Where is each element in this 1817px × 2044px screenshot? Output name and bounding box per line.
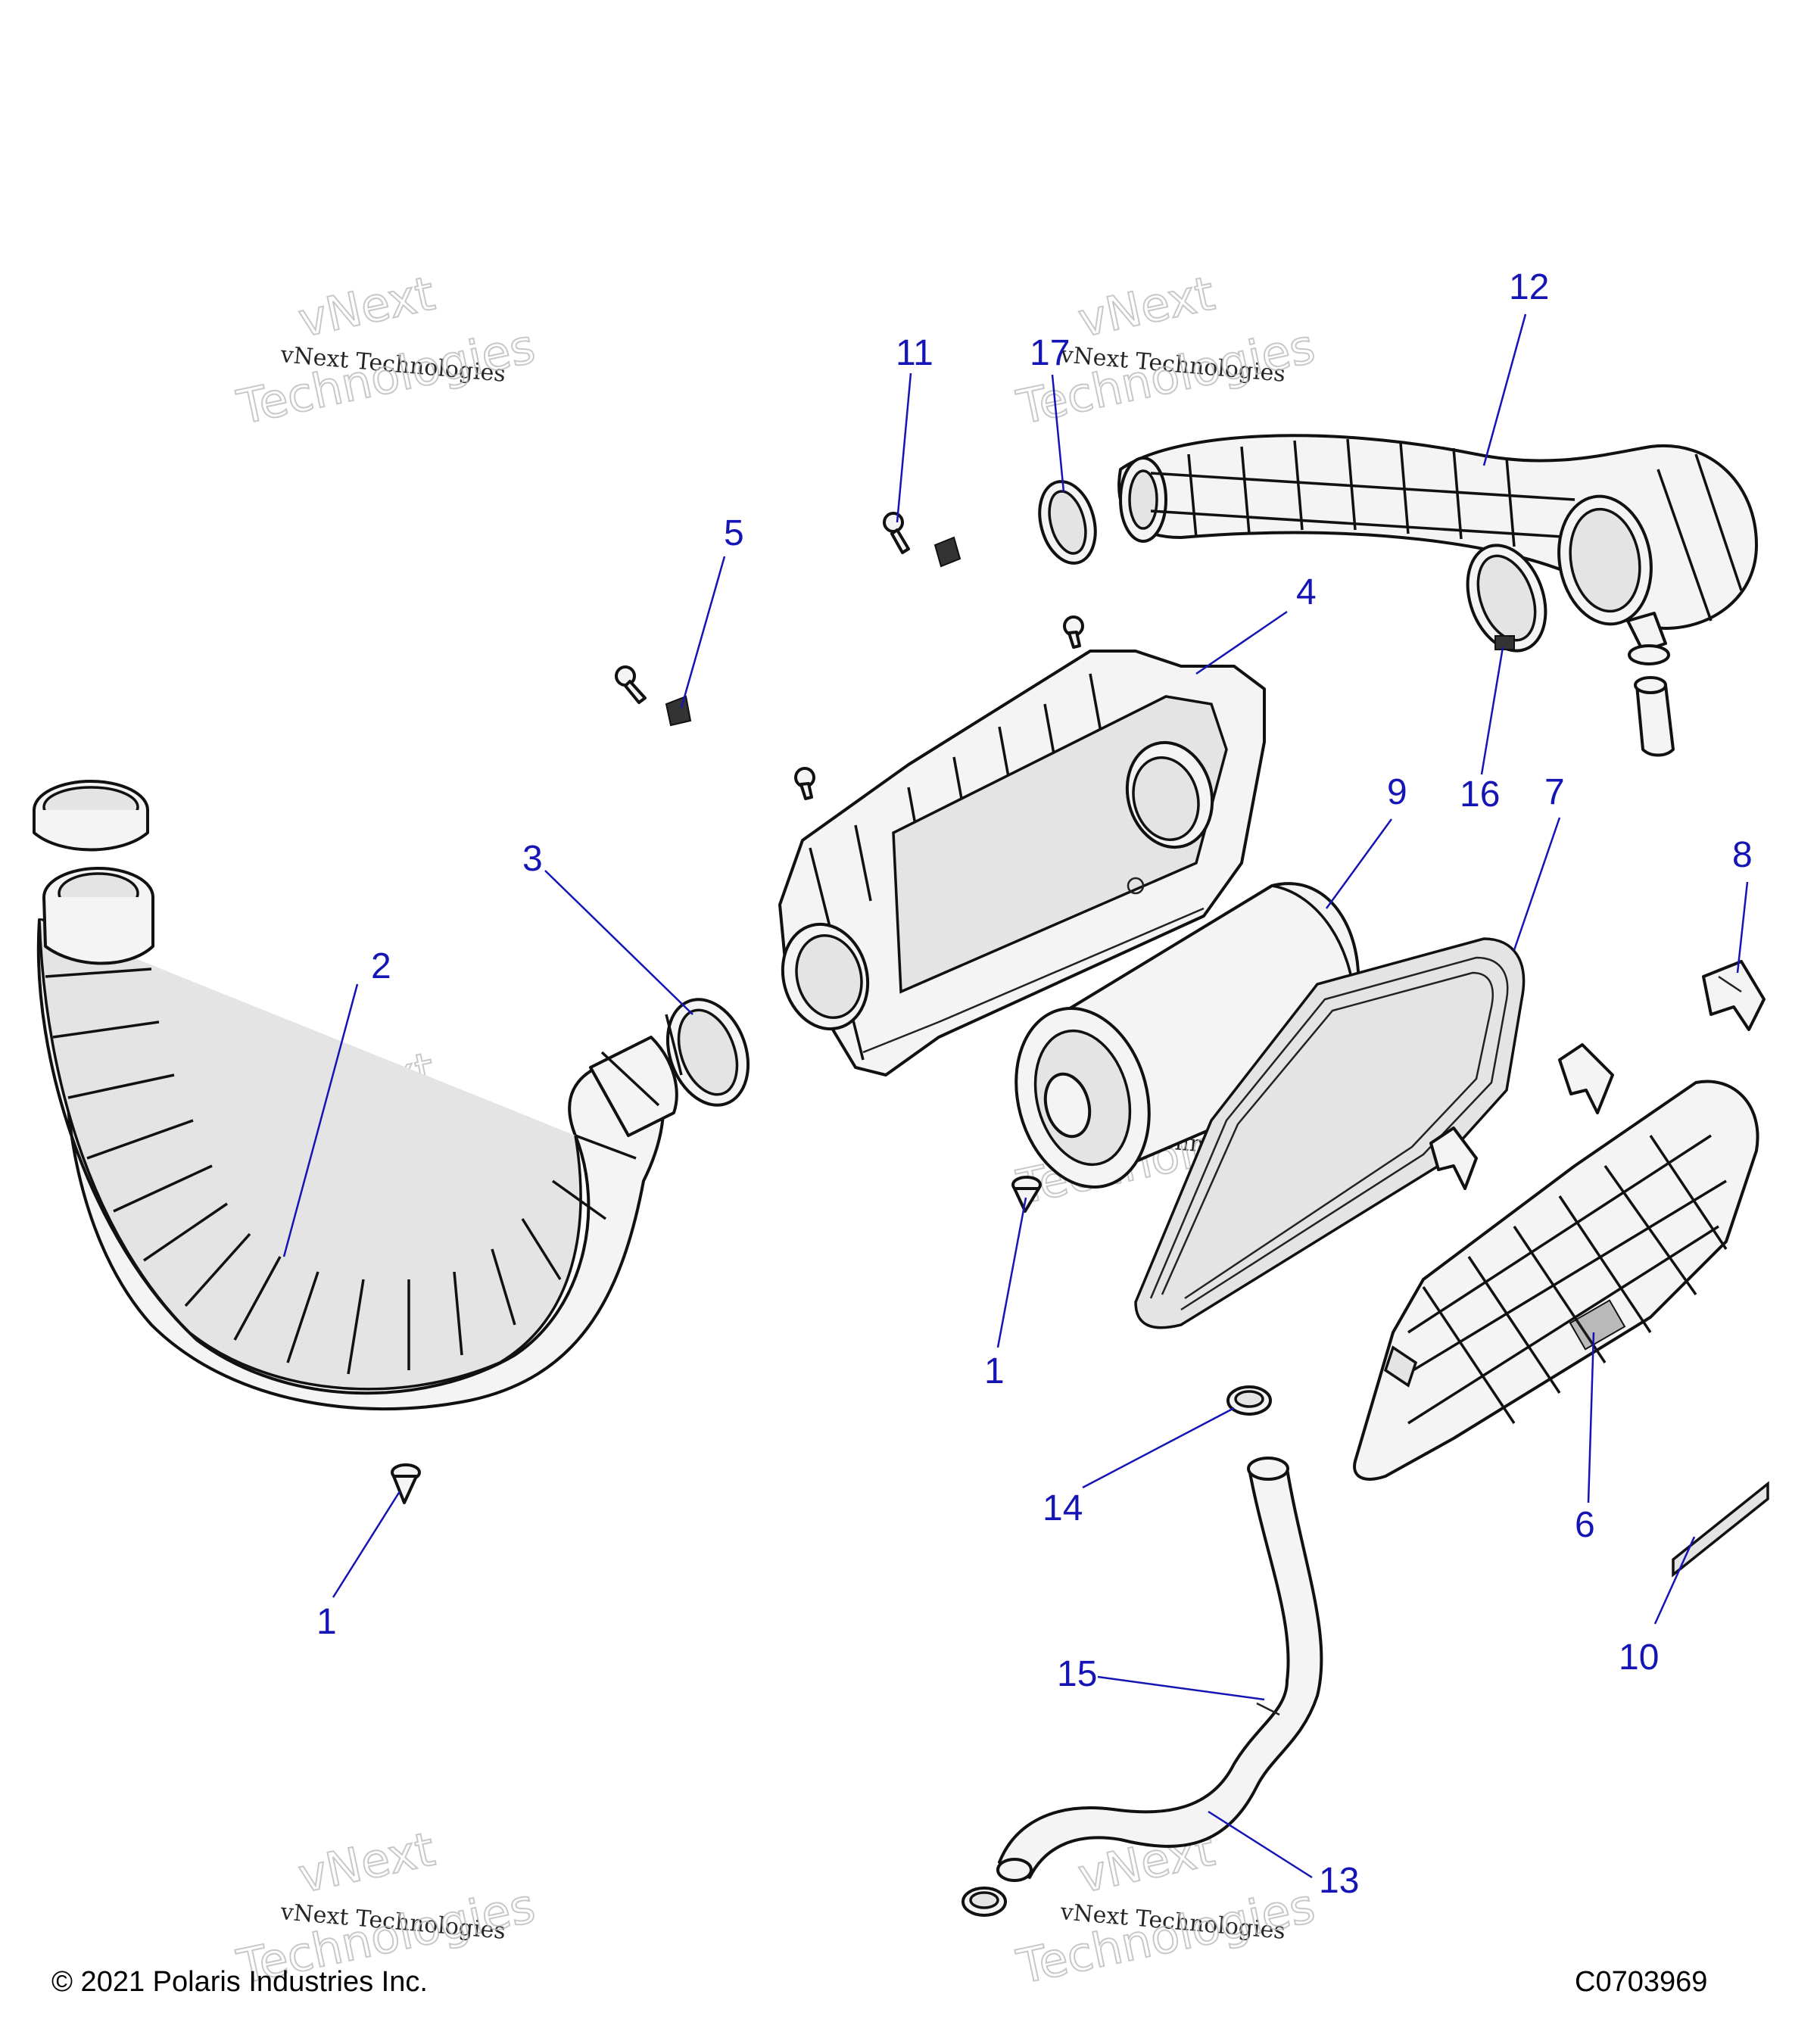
leader-10 bbox=[1653, 1536, 1696, 1625]
leader-16 bbox=[1480, 647, 1504, 775]
callout-8: 8 bbox=[1732, 835, 1753, 875]
callout-17: 17 bbox=[1030, 333, 1070, 373]
leader-15 bbox=[1097, 1675, 1265, 1701]
callout-15: 15 bbox=[1057, 1654, 1097, 1694]
callout-7: 7 bbox=[1544, 772, 1565, 812]
leader-12 bbox=[1482, 313, 1527, 466]
hose-clamp-part-16 bbox=[1466, 544, 1547, 653]
leader-8 bbox=[1736, 881, 1749, 974]
leader-3 bbox=[544, 870, 693, 1015]
callout-16: 16 bbox=[1460, 774, 1500, 815]
hose-clamp-lower bbox=[961, 1887, 1007, 1917]
leader-17 bbox=[1051, 374, 1065, 493]
latch-clip-part bbox=[1702, 960, 1766, 1031]
leader-1-center bbox=[996, 1197, 1027, 1348]
callout-13: 13 bbox=[1319, 1861, 1359, 1901]
push-rivet-part-1-center bbox=[1011, 1176, 1042, 1213]
leader-2 bbox=[282, 983, 359, 1257]
svg-text:vNext: vNext bbox=[1074, 266, 1219, 348]
figure-id-text: C0703969 bbox=[1575, 1966, 1708, 1998]
leader-9 bbox=[1325, 818, 1393, 909]
leader-6 bbox=[1587, 1332, 1595, 1503]
label-decal-part bbox=[1672, 1481, 1769, 1578]
hose-clamp-part-17 bbox=[1038, 480, 1097, 565]
callout-1-left: 1 bbox=[316, 1602, 337, 1642]
hose-clamp-part-3 bbox=[665, 998, 750, 1107]
leader-5 bbox=[680, 556, 726, 709]
callout-3: 3 bbox=[522, 839, 543, 879]
screw-part-5 bbox=[615, 665, 647, 704]
drain-hose-part bbox=[996, 1457, 1323, 1882]
latch-clip-spare-2 bbox=[1429, 1126, 1478, 1190]
svg-text:vNext: vNext bbox=[294, 1821, 439, 1904]
air-filter-part bbox=[1014, 882, 1360, 1189]
leader-1-left bbox=[332, 1491, 401, 1598]
screw-airbox-1 bbox=[1063, 615, 1084, 649]
airbox-gasket-part bbox=[1134, 937, 1526, 1329]
callout-1-center: 1 bbox=[984, 1351, 1005, 1391]
callout-14: 14 bbox=[1043, 1488, 1083, 1528]
callout-10: 10 bbox=[1619, 1637, 1659, 1678]
screw-part-11 bbox=[883, 512, 910, 554]
callout-12: 12 bbox=[1509, 267, 1549, 307]
intake-duct-part bbox=[36, 867, 678, 1411]
airbox-housing-part bbox=[778, 650, 1266, 1077]
screw-airbox-2 bbox=[794, 767, 815, 800]
callout-4: 4 bbox=[1296, 572, 1317, 612]
callout-6: 6 bbox=[1575, 1505, 1595, 1545]
svg-text:Technologies: Technologies bbox=[1012, 1877, 1320, 1994]
leader-13 bbox=[1208, 1810, 1313, 1879]
airbox-cover-part bbox=[1353, 1080, 1759, 1481]
callout-11: 11 bbox=[896, 333, 933, 373]
watermark-top-left: vNext vNext Technologies Technologies bbox=[232, 265, 541, 436]
callout-9: 9 bbox=[1387, 772, 1407, 812]
svg-text:vNext: vNext bbox=[294, 266, 439, 348]
hose-clamp-part-14 bbox=[1226, 1385, 1272, 1416]
callout-2: 2 bbox=[371, 946, 391, 986]
vent-fitting-part bbox=[1628, 644, 1675, 757]
latch-clip-spare-1 bbox=[1558, 1043, 1614, 1114]
leader-4 bbox=[1195, 610, 1288, 675]
outlet-duct-part bbox=[1117, 434, 1758, 653]
hose-clamp-large-left bbox=[33, 780, 149, 852]
callout-5: 5 bbox=[724, 513, 744, 553]
leader-7 bbox=[1513, 817, 1561, 951]
clip-nut-part-5 bbox=[665, 695, 692, 727]
leader-11 bbox=[896, 372, 912, 523]
clip-nut-part-11 bbox=[933, 536, 961, 568]
copyright-text: © 2021 Polaris Industries Inc. bbox=[51, 1966, 428, 1998]
hose-band-part-15 bbox=[1256, 1702, 1280, 1716]
svg-text:Technologies: Technologies bbox=[232, 318, 540, 435]
leader-14 bbox=[1082, 1407, 1235, 1489]
push-rivet-part-1-left bbox=[391, 1463, 421, 1504]
